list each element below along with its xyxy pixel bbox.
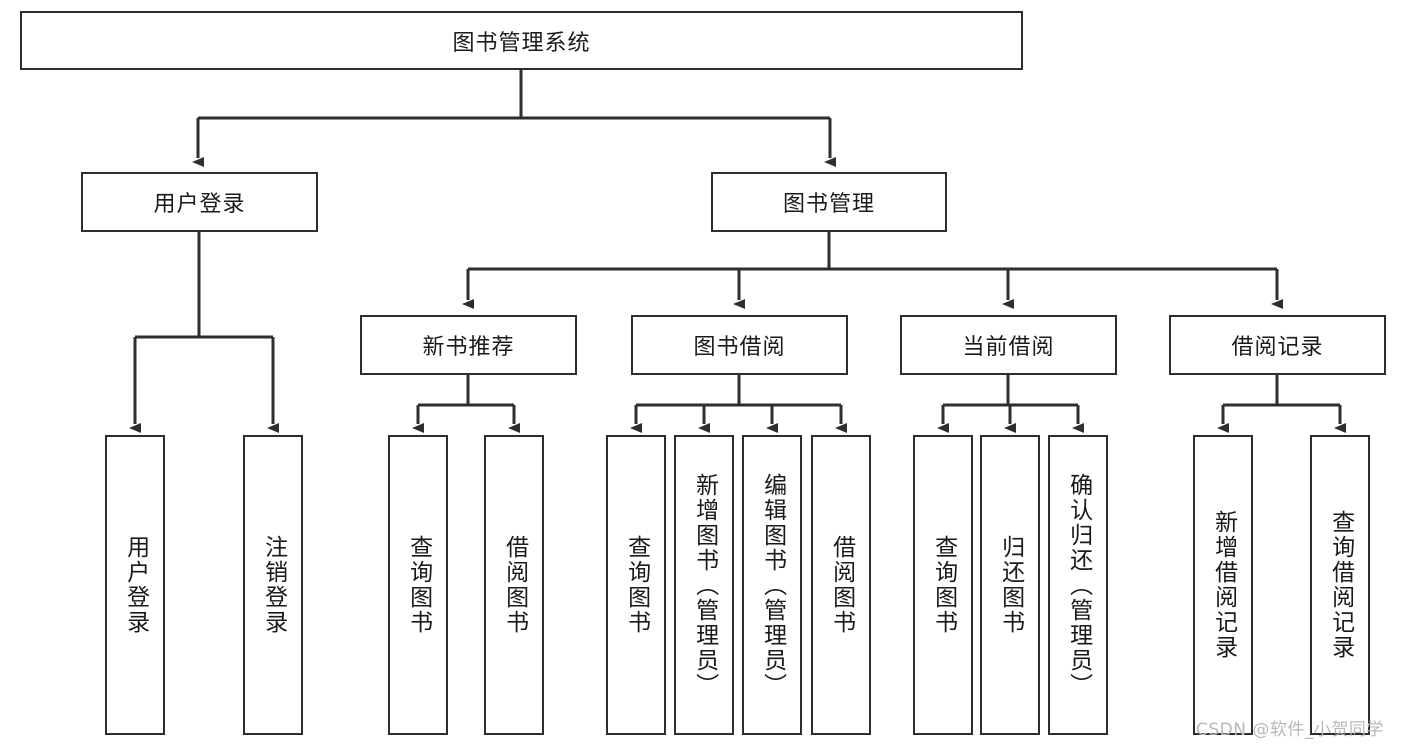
node-label: 借阅图书 xyxy=(501,535,528,635)
leaf-nbr-query-book[interactable]: 查询图书 xyxy=(388,435,448,735)
watermark-csdn: CSDN @软件_小贺同学 xyxy=(1196,720,1384,740)
leaf-bb-add-book-admin[interactable]: 新增图书（管理员） xyxy=(674,435,734,735)
leaf-br-add-record[interactable]: 新增借阅记录 xyxy=(1193,435,1253,735)
node-current-borrowing[interactable]: 当前借阅 xyxy=(900,315,1117,375)
node-label: 查询图书 xyxy=(930,535,957,635)
node-new-book-recommendation[interactable]: 新书推荐 xyxy=(360,315,577,375)
node-label: 新增借阅记录 xyxy=(1210,510,1237,660)
node-label: 查询图书 xyxy=(405,535,432,635)
node-label: 图书管理系统 xyxy=(452,30,591,56)
node-label: 编辑图书（管理员） xyxy=(759,472,786,698)
leaf-bb-query-book[interactable]: 查询图书 xyxy=(606,435,666,735)
node-label: 用户登录 xyxy=(122,535,149,635)
node-label: 当前借阅 xyxy=(962,335,1055,360)
leaf-br-query-record[interactable]: 查询借阅记录 xyxy=(1310,435,1370,735)
node-borrowing-records[interactable]: 借阅记录 xyxy=(1169,315,1386,375)
node-user-login[interactable]: 用户登录 xyxy=(81,172,318,232)
node-book-management[interactable]: 图书管理 xyxy=(711,172,947,232)
node-label: 确认归还（管理员） xyxy=(1065,472,1092,698)
node-label: 图书管理 xyxy=(782,192,875,217)
node-label: 查询借阅记录 xyxy=(1327,510,1354,660)
leaf-bb-borrow-book[interactable]: 借阅图书 xyxy=(811,435,871,735)
node-label: 新增图书（管理员） xyxy=(691,472,718,698)
node-label: 归还图书 xyxy=(997,535,1024,635)
leaf-cb-query-book[interactable]: 查询图书 xyxy=(913,435,973,735)
node-label: 用户登录 xyxy=(153,192,246,217)
leaf-bb-edit-book-admin[interactable]: 编辑图书（管理员） xyxy=(742,435,802,735)
node-label: 借阅图书 xyxy=(828,535,855,635)
leaf-logout[interactable]: 注销登录 xyxy=(243,435,303,735)
leaf-cb-return-book[interactable]: 归还图书 xyxy=(980,435,1040,735)
leaf-nbr-borrow-book[interactable]: 借阅图书 xyxy=(484,435,544,735)
node-label: 新书推荐 xyxy=(422,335,515,360)
node-label: 查询图书 xyxy=(623,535,650,635)
node-label: 图书借阅 xyxy=(693,335,786,360)
node-label: 注销登录 xyxy=(260,535,287,635)
leaf-cb-confirm-return-admin[interactable]: 确认归还（管理员） xyxy=(1048,435,1108,735)
node-root-book-management-system[interactable]: 图书管理系统 xyxy=(20,11,1023,70)
node-label: 借阅记录 xyxy=(1231,335,1324,360)
node-book-borrowing[interactable]: 图书借阅 xyxy=(631,315,848,375)
leaf-user-login[interactable]: 用户登录 xyxy=(105,435,165,735)
